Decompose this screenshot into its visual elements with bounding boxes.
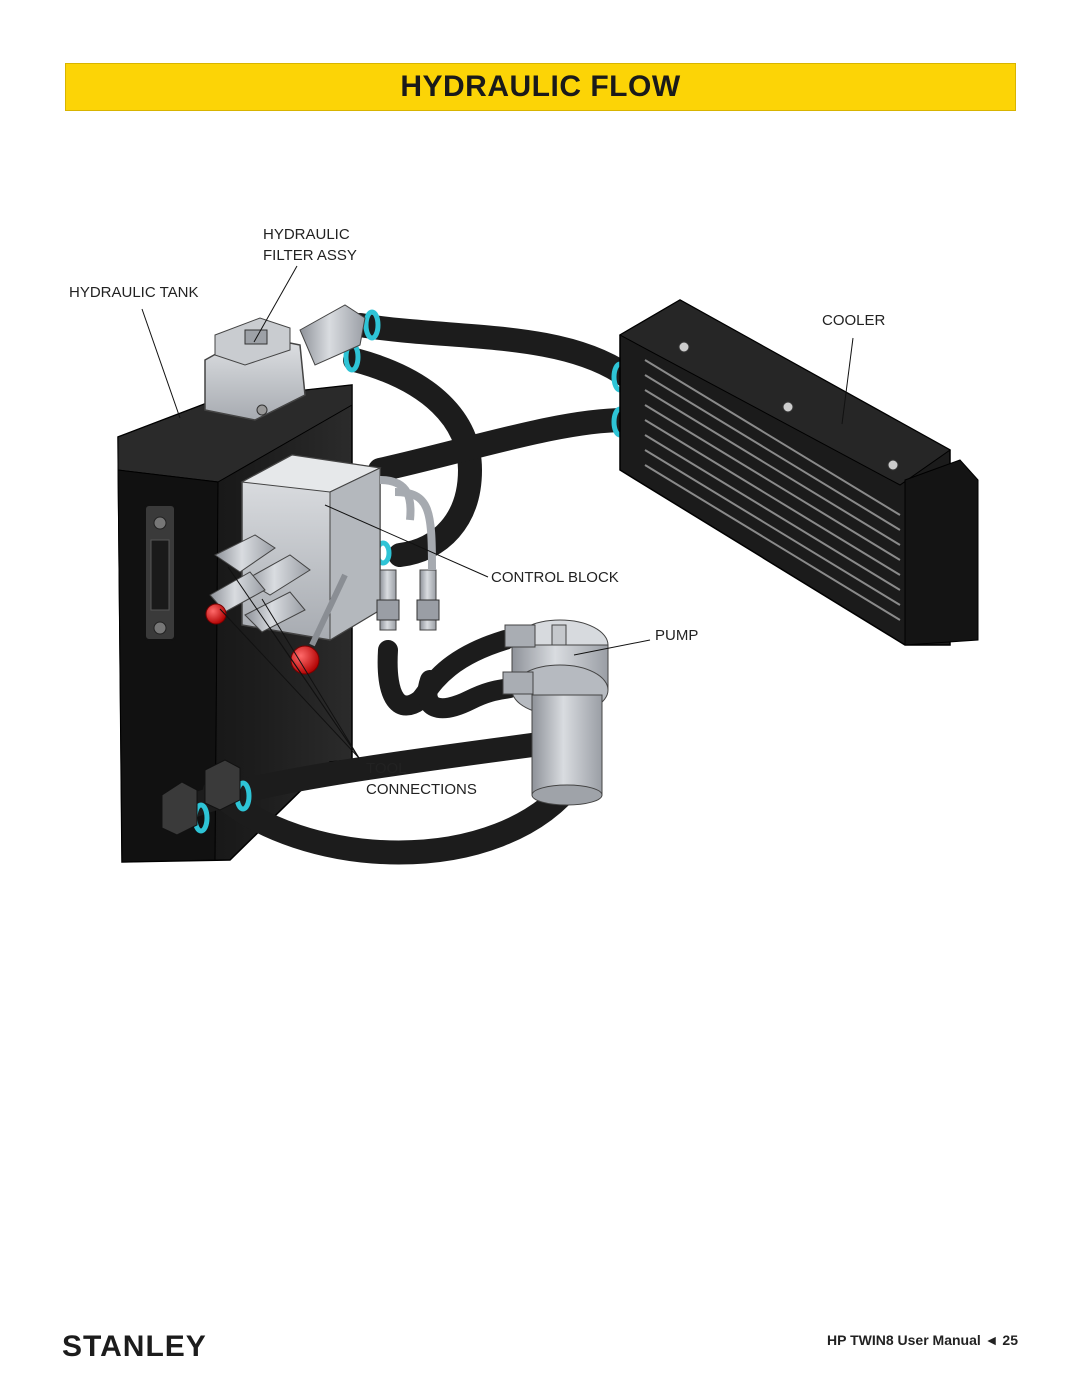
page-number: 25: [1002, 1332, 1018, 1348]
filter-assembly: [204, 304, 366, 421]
label-hydraulic-tank: HYDRAULIC TANK: [69, 284, 199, 301]
label-filter-line2: FILTER ASSY: [263, 247, 357, 264]
label-tool-line1: TOOL: [366, 760, 407, 777]
hydraulic-hoses: [183, 313, 637, 865]
manual-title: HP TWIN8 User Manual: [827, 1332, 981, 1348]
cooler: [618, 299, 979, 646]
label-tool-line2: CONNECTIONS: [366, 781, 477, 798]
page-footer: HP TWIN8 User Manual ◄ 25: [827, 1332, 1018, 1348]
stanley-logo: STANLEY: [62, 1330, 207, 1364]
leader-lines: [141, 265, 854, 759]
page-title: HYDRAULIC FLOW: [400, 70, 681, 103]
label-filter-line1: HYDRAULIC: [263, 226, 350, 243]
label-tool-connections: TOOL CONNECTIONS: [366, 758, 477, 800]
label-cooler: COOLER: [822, 312, 886, 329]
tank-return-fittings: [161, 759, 241, 836]
label-filter-assy: HYDRAULIC FILTER ASSY: [263, 224, 357, 266]
pump: [502, 619, 609, 806]
label-control-block: CONTROL BLOCK: [491, 569, 619, 586]
title-bar: HYDRAULIC FLOW: [65, 63, 1016, 111]
page-marker-icon: ◄: [984, 1332, 999, 1348]
control-block: [205, 454, 440, 675]
label-pump: PUMP: [655, 627, 699, 644]
brand-name: STANLEY: [62, 1330, 207, 1363]
